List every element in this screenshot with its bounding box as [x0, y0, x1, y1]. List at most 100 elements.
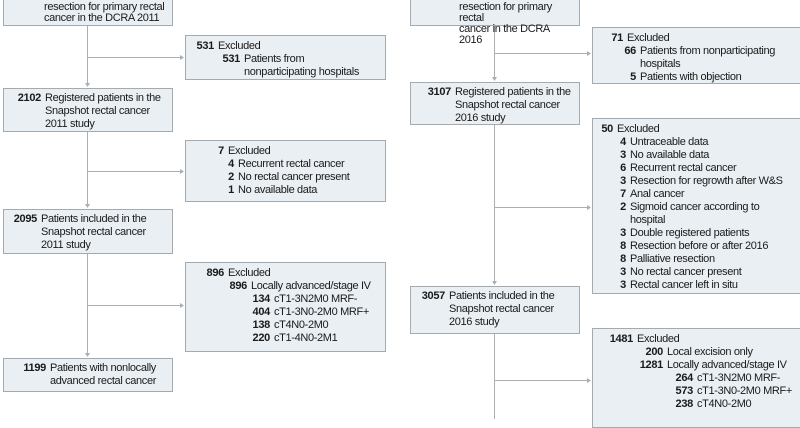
flow-connectors — [85, 26, 591, 419]
label: Local excision only — [667, 346, 753, 358]
count: 3 — [620, 266, 626, 278]
label: cT4N0-2M0 — [697, 398, 752, 410]
count: 4 — [620, 136, 626, 148]
label: Patients with objection — [640, 71, 742, 83]
label: Excluded — [228, 267, 271, 279]
exclusion-reason-row: 3 Resection for regrowth after W&S — [593, 175, 800, 188]
count: 66 — [624, 45, 636, 57]
count: 573 — [675, 385, 694, 397]
count: 238 — [675, 398, 694, 410]
label: Anal cancer — [630, 188, 685, 200]
label: No rectal cancer present — [238, 171, 350, 183]
count: 3 — [620, 279, 626, 291]
label: Resection for regrowth after W&S — [630, 175, 783, 187]
count: 2 — [228, 171, 234, 183]
label: Patients included in the Snapshot rectal… — [449, 290, 555, 328]
count: 3057 — [421, 290, 446, 302]
count: 896 — [229, 280, 248, 292]
count: 404 — [252, 306, 271, 318]
label: Excluded — [637, 333, 680, 345]
count: 220 — [252, 332, 271, 344]
exclusion-reason-row: 3 Double registered patients — [593, 227, 800, 240]
exclusion-reason-row: 2 No rectal cancer present — [186, 171, 385, 184]
label: Double registered patients — [630, 227, 750, 239]
label: cT4N0-2M0 — [274, 319, 329, 331]
excluded-total-row: 71 Excluded — [593, 32, 800, 45]
count: 138 — [252, 319, 271, 331]
count: 2 — [620, 201, 626, 213]
count: 3 — [620, 227, 626, 239]
box-line: cancer in the DCRA 2011 — [44, 12, 160, 24]
exclusion-reason-row: 3 Rectal cancer left in situ — [593, 279, 800, 292]
label: Patients included in the Snapshot rectal… — [41, 213, 147, 251]
exclusion-reason-row: 3 No available data — [593, 149, 800, 162]
count: 3107 — [427, 86, 452, 98]
exclusion-reason-row: 5 Patients with objection — [593, 71, 800, 84]
label: Excluded — [627, 32, 670, 44]
label: cT1-4N0-2M1 — [274, 332, 338, 344]
count: 6 — [620, 162, 626, 174]
count: 3 — [620, 149, 626, 161]
count: 1481 — [609, 333, 634, 345]
count: 5 — [630, 71, 636, 83]
count: 2095 — [13, 213, 38, 225]
label: Excluded — [617, 123, 660, 135]
label: Patients from nonparticipating hospitals — [244, 53, 360, 78]
count: 1 — [228, 184, 234, 196]
exclusion-reason-row: 66 Patients from nonparticipating hospita… — [593, 45, 800, 71]
label: Rectal cancer left in situ — [630, 279, 738, 291]
label: No available data — [630, 149, 710, 161]
label: cT1-3N2M0 MRF- — [697, 372, 781, 384]
excluded-total-row: 50 Excluded — [593, 123, 800, 136]
box-line: cancer in the DCRA 2016 — [459, 23, 550, 46]
count: 50 — [601, 123, 613, 135]
label: Registered patients in the Snapshot rect… — [455, 86, 571, 124]
dcra-2011-box: resection for primary rectal cancer in t… — [3, 0, 173, 26]
label: Patients from nonparticipating hospitals — [640, 45, 776, 70]
label: cT1-3N0-2M0 MRF+ — [697, 385, 792, 397]
count: 3 — [620, 175, 626, 187]
label: Patients with nonlocally advanced rectal… — [50, 362, 157, 387]
count: 896 — [206, 267, 225, 279]
count: 8 — [620, 240, 626, 252]
label: Excluded — [218, 40, 261, 52]
count: 1199 — [23, 362, 46, 374]
exclusion-reason-row: 6 Recurrent rectal cancer — [593, 162, 800, 175]
label: Sigmoid cancer according to hospital — [630, 201, 760, 226]
count: 71 — [611, 32, 623, 44]
count: 7 — [218, 145, 224, 157]
count: 2102 — [17, 92, 42, 104]
label: Recurrent rectal cancer — [630, 162, 737, 174]
count: 134 — [252, 293, 271, 305]
box-line: resection for primary rectal — [44, 1, 165, 13]
